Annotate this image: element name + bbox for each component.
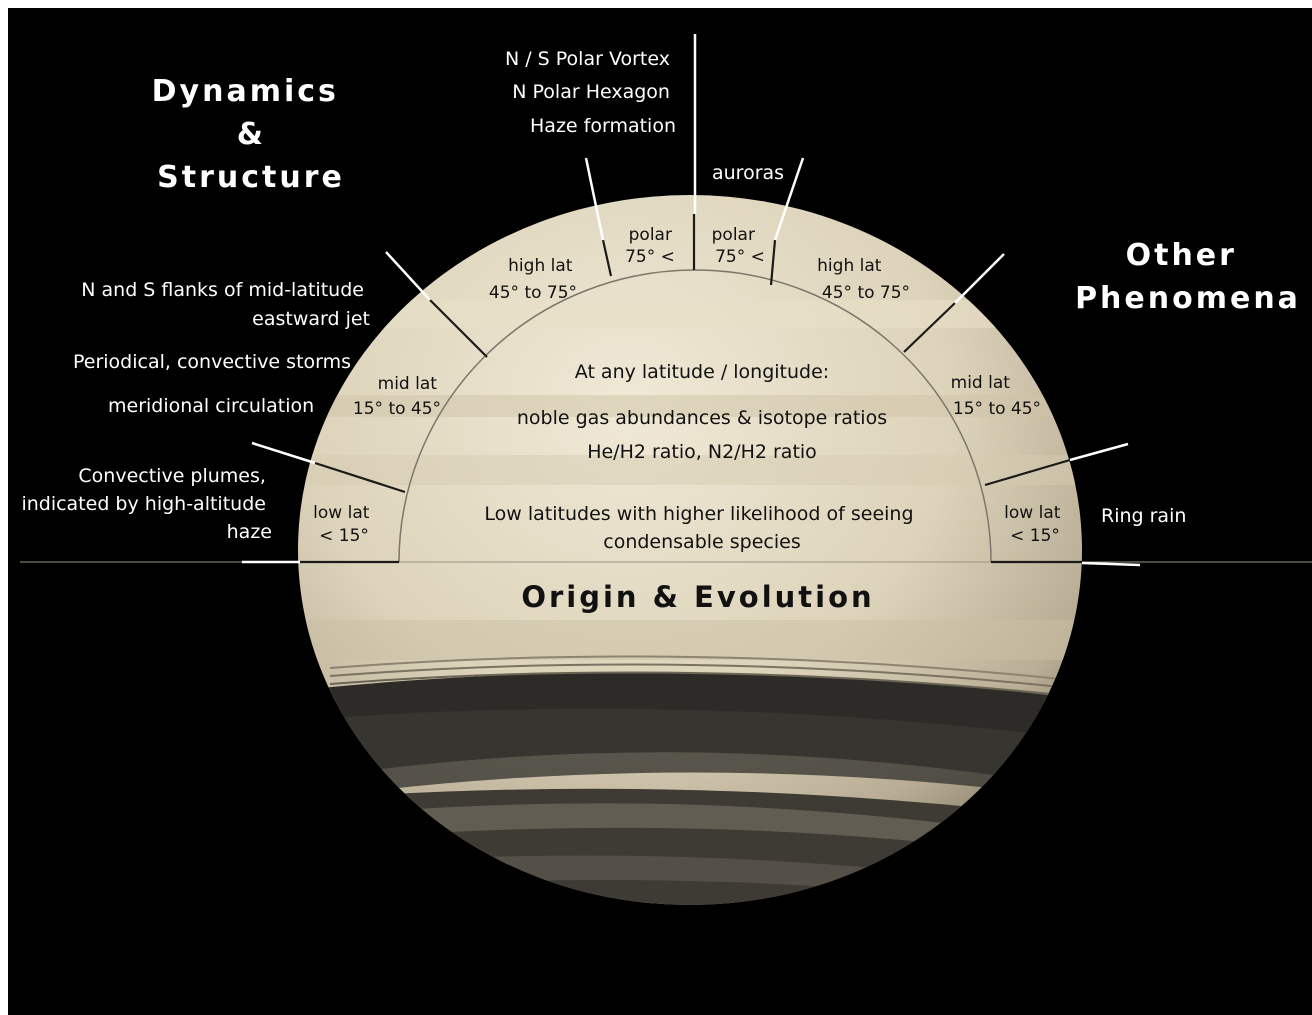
leader-lines: [242, 34, 1141, 567]
zone-mid-right: mid lat 15° to 45°: [951, 373, 1041, 419]
low-latitude-note: Low latitudes with higher likelihood of …: [484, 503, 919, 553]
any-latitude-heading: At any latitude / longitude:: [575, 361, 829, 383]
polar-phenomena-notes: N / S Polar Vortex N Polar Hexagon Haze …: [505, 48, 676, 137]
saturn-diagram: Dynamics & Structure Other Phenomena N /…: [20, 34, 1312, 905]
diagram-frame: Dynamics & Structure Other Phenomena N /…: [8, 8, 1312, 1015]
heading-other-phenomena: Other Phenomena: [1075, 238, 1301, 316]
zone-polar-left: polar 75° <: [625, 225, 677, 267]
zone-low-right: low lat < 15°: [1004, 503, 1066, 546]
zone-polar-right: polar 75° <: [712, 225, 765, 267]
auroras-label: auroras: [712, 162, 784, 184]
zone-dividers: [300, 214, 1082, 564]
zone-mid-left: mid lat 15° to 45°: [353, 374, 442, 419]
heading-origin-evolution: Origin & Evolution: [521, 580, 874, 614]
zone-low-left: low lat < 15°: [313, 503, 375, 546]
saturn-globe: [298, 195, 1082, 905]
noble-gas-note: noble gas abundances & isotope ratios: [517, 407, 887, 429]
inner-zone-boundary: [398, 269, 992, 563]
ratio-note: He/H2 ratio, N2/H2 ratio: [587, 441, 817, 463]
jet-flanks-note: N and S flanks of mid-latitude eastward …: [81, 279, 370, 330]
convective-plumes-note: Convective plumes, indicated by high-alt…: [21, 465, 272, 543]
ring-rain-note: Ring rain: [1101, 505, 1186, 527]
heading-dynamics: Dynamics & Structure: [152, 74, 353, 195]
zone-high-right: high lat 45° to 75°: [817, 256, 910, 303]
convective-storms-note: Periodical, convective storms: [73, 351, 351, 373]
ring-shadow: [300, 655, 1082, 905]
zone-high-left: high lat 45° to 75°: [489, 256, 578, 303]
meridional-circulation-note: meridional circulation: [108, 395, 314, 417]
